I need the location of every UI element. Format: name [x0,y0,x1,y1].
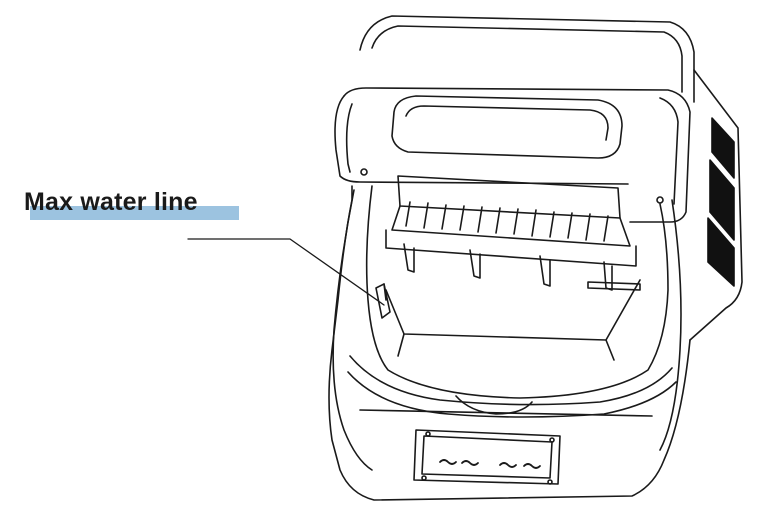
water-reservoir [365,185,669,399]
water-line-marker [375,283,391,319]
callout-leader-line [187,238,385,306]
machine-body [328,15,743,501]
label-highlight [30,206,239,220]
open-lid [334,87,691,223]
lid-handle [391,95,623,159]
max-water-line-label: Max water line [24,188,198,216]
max-water-line-callout: Max water line [24,188,239,220]
front-ledge [347,355,677,418]
panel-buttons [439,459,541,469]
evaporator-fingers [385,175,641,291]
control-panel [413,429,561,485]
side-vents [707,117,735,287]
